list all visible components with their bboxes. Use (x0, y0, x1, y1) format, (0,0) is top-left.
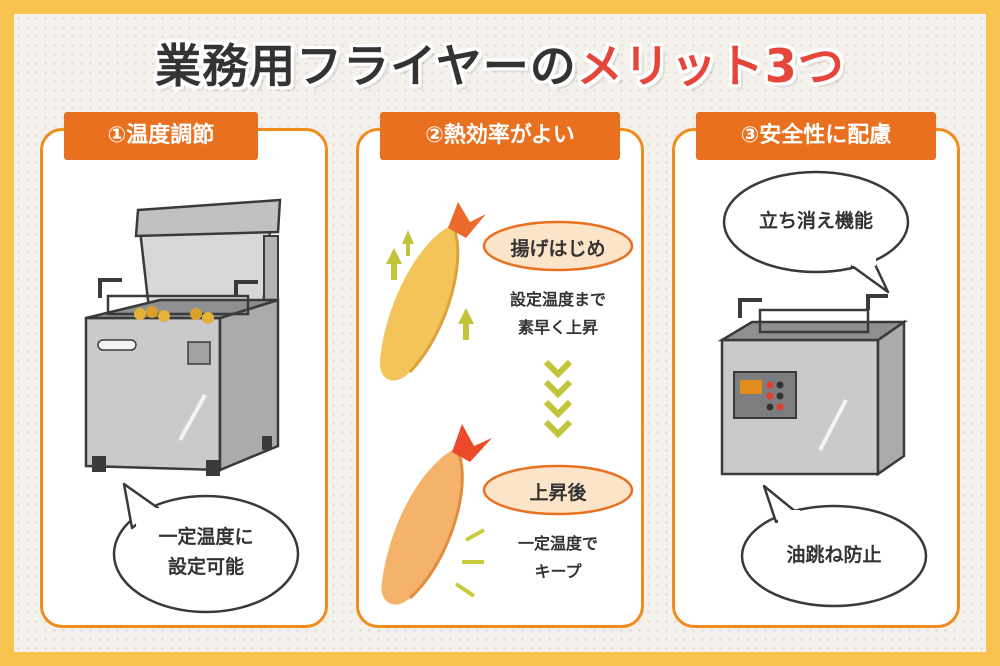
page-title: 業務用フライヤーのメリット3つ (0, 30, 1000, 96)
fryer-open-lid-illustration (84, 198, 282, 476)
pill-start (482, 220, 634, 272)
panel-header-temperature: ①温度調節 (64, 112, 258, 160)
fried-shrimp-illustration (379, 202, 486, 381)
pill-label-start: 揚げはじめ (510, 238, 606, 260)
title-main: 業務用フライヤーの (155, 39, 577, 93)
text-fast-heating: 設定温度まで 素早く上昇 (478, 286, 638, 342)
panel-header-safety: ③安全性に配慮 (696, 112, 936, 160)
fryer-control-panel-illustration (717, 294, 909, 477)
speech-bubble (740, 484, 928, 608)
fried-shrimp-illustration (381, 424, 492, 605)
text-keep-temperature: 一定温度で キープ (478, 530, 638, 586)
title-accent: メリット3つ (576, 39, 845, 93)
bubble-text-temperature: 一定温度に 設定可能 (120, 522, 292, 582)
text-line: キープ (534, 562, 582, 581)
speech-bubble (722, 170, 910, 294)
bubble-text-splash-guard: 油跳ね防止 (786, 544, 882, 566)
text-line: 素早く上昇 (517, 318, 598, 337)
bubble-line: 設定可能 (167, 556, 244, 578)
speech-bubble (112, 482, 300, 614)
panel-header-efficiency: ②熱効率がよい (380, 112, 620, 160)
bubble-line: 一定温度に (158, 526, 254, 548)
text-line: 設定温度まで (509, 290, 606, 309)
text-line: 一定温度で (517, 534, 598, 553)
up-arrow-icon (386, 230, 474, 340)
chevron-down-icon (543, 359, 573, 439)
pill-after (482, 464, 634, 516)
bubble-text-flame-off: 立ち消え機能 (758, 210, 873, 232)
pill-label-after: 上昇後 (529, 482, 587, 504)
